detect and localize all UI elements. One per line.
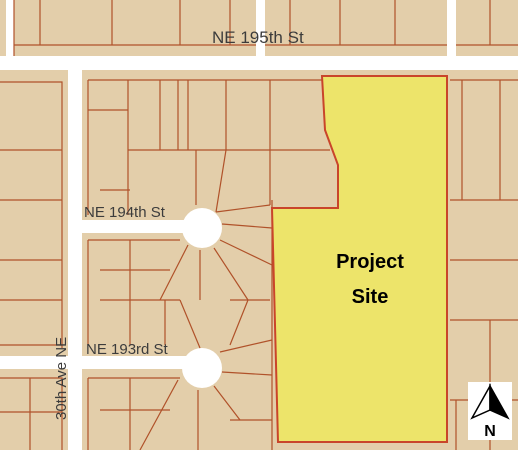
road-ne-193rd: [0, 356, 200, 369]
project-site-parcel[interactable]: [270, 75, 448, 443]
road-ne-194th: [82, 220, 200, 233]
label-ne-194th: NE 194th St: [84, 204, 166, 221]
north-arrow-shade: [489, 383, 510, 420]
north-arrow-label: N: [484, 423, 496, 440]
project-label-line2: Site: [352, 286, 389, 308]
road-north-mid: [256, 0, 265, 56]
road-30th-ave: [68, 56, 82, 450]
label-ne-195th: NE 195th St: [212, 28, 304, 47]
cul-de-sac-194th: [182, 208, 222, 248]
north-arrow: N: [468, 382, 512, 440]
label-ne-193rd: NE 193rd St: [86, 341, 169, 358]
cul-de-sac-193rd: [182, 348, 222, 388]
road-ne-195th: [0, 56, 518, 70]
label-30th-ave: 30th Ave NE: [53, 337, 70, 420]
road-north-right: [447, 0, 456, 56]
project-label-line1: Project: [336, 251, 404, 273]
road-north-left: [6, 0, 14, 56]
